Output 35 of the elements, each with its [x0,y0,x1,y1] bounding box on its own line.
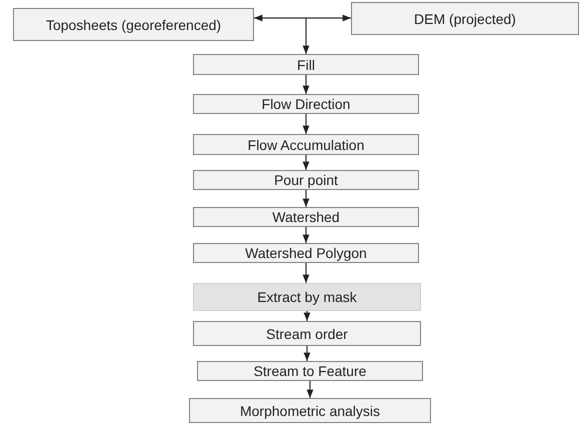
process-box [197,361,423,381]
process-box [189,398,431,423]
arrow [304,311,310,321]
arrow [302,75,310,94]
arrow [302,114,310,134]
process-box [193,134,419,155]
box-label: Watershed Polygon [245,245,367,261]
process-box [193,283,421,311]
process-box [193,321,421,346]
process-box [351,2,579,35]
arrow [304,346,310,361]
process-box [193,54,419,75]
box-label: Pour point [274,172,338,188]
arrow [302,190,310,207]
box-label: Stream to Feature [254,363,366,379]
box-label: Toposheets (georeferenced) [46,16,222,32]
process-box [13,8,254,41]
arrow [254,14,351,22]
box-label: Watershed [272,209,340,225]
arrow [306,381,314,398]
box-label: Stream order [266,326,348,342]
box-label: Fill [297,56,315,72]
box-label: Flow Direction [262,96,350,112]
process-box [193,94,419,114]
box-label: Extract by mask [257,289,357,305]
arrow [302,155,310,170]
box-label: DEM (projected) [414,10,516,26]
box-label: Flow Accumulation [248,136,364,152]
arrow [302,227,310,243]
arrow [302,263,310,283]
process-box [193,170,419,190]
process-box [193,243,419,263]
process-box [193,207,419,227]
box-label: Morphometric analysis [240,402,380,418]
arrow [302,18,310,54]
